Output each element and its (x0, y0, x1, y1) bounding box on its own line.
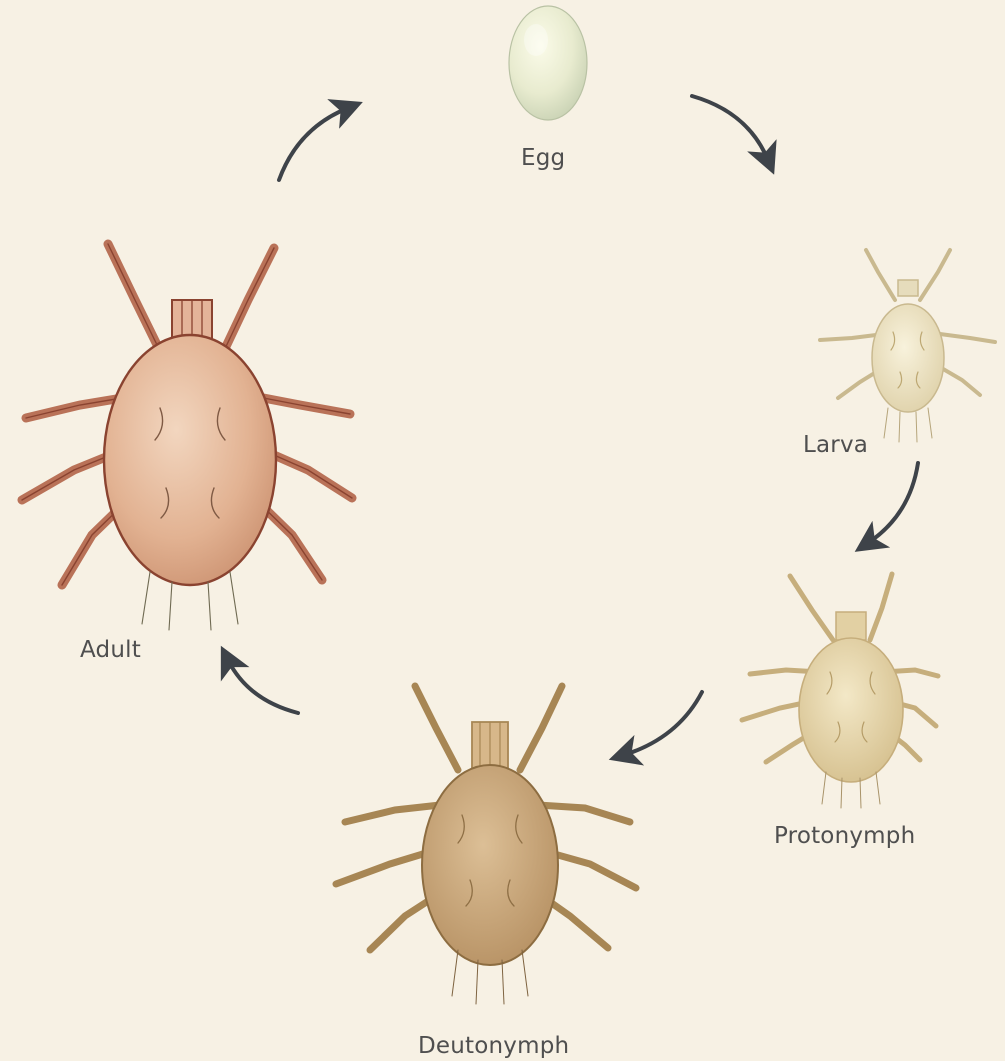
arrow-egg-to-larva (692, 96, 768, 160)
arrow-larva-to-protonymph (868, 463, 918, 543)
larva-illustration (820, 250, 995, 442)
arrow-deutonymph-to-adult (228, 660, 298, 713)
larva-label: Larva (803, 432, 868, 458)
cycle-arrows (228, 96, 918, 755)
arrow-protonymph-to-deutonymph (624, 692, 702, 755)
arrow-adult-to-egg (279, 108, 348, 180)
egg-illustration (509, 6, 587, 120)
deutonymph-illustration (336, 686, 636, 1004)
adult-label: Adult (80, 637, 141, 663)
protonymph-illustration (742, 574, 938, 808)
egg-label: Egg (521, 145, 565, 171)
adult-illustration (22, 244, 352, 630)
deutonymph-label: Deutonymph (418, 1033, 569, 1059)
protonymph-label: Protonymph (774, 823, 915, 849)
